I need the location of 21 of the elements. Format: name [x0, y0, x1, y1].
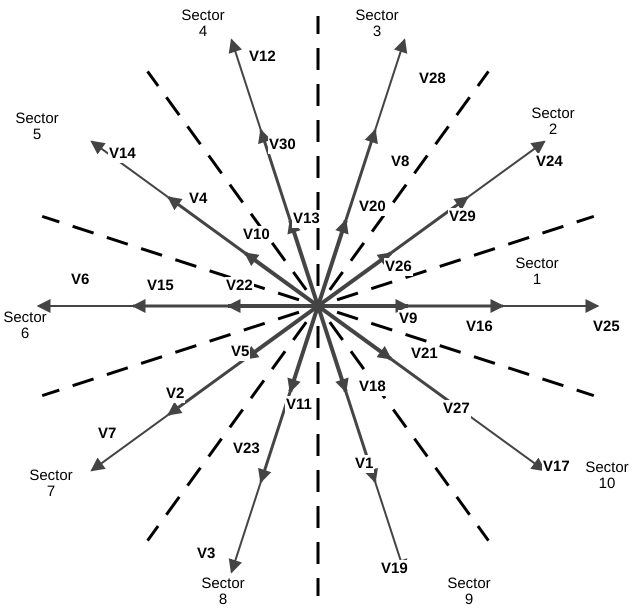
sector-label: Sector 8 — [200, 576, 246, 608]
vector-label: V2 — [165, 385, 186, 403]
sector-label: Sector 2 — [530, 106, 576, 138]
sector-label: Sector 10 — [584, 460, 630, 492]
vector-label: V26 — [384, 258, 413, 276]
sector-label: Sector 5 — [14, 111, 60, 143]
vector-label: V11 — [285, 396, 313, 414]
vector-label: V1 — [354, 455, 374, 473]
sector-label: Sector 9 — [446, 576, 492, 608]
sector-label: Sector 3 — [354, 8, 400, 40]
sector-label: Sector 4 — [180, 8, 226, 40]
sector-label: Sector 6 — [2, 310, 48, 342]
vector-label: V27 — [442, 400, 471, 418]
vector-label: V14 — [108, 145, 137, 163]
vector-label: V18 — [358, 378, 387, 396]
sector-label: Sector 1 — [514, 256, 560, 288]
sector-label: Sector 7 — [28, 468, 74, 500]
vector-label: V5 — [230, 343, 250, 361]
vector-label: V20 — [358, 198, 387, 216]
vector-label: V30 — [268, 136, 297, 154]
vector-label: V13 — [292, 210, 321, 228]
